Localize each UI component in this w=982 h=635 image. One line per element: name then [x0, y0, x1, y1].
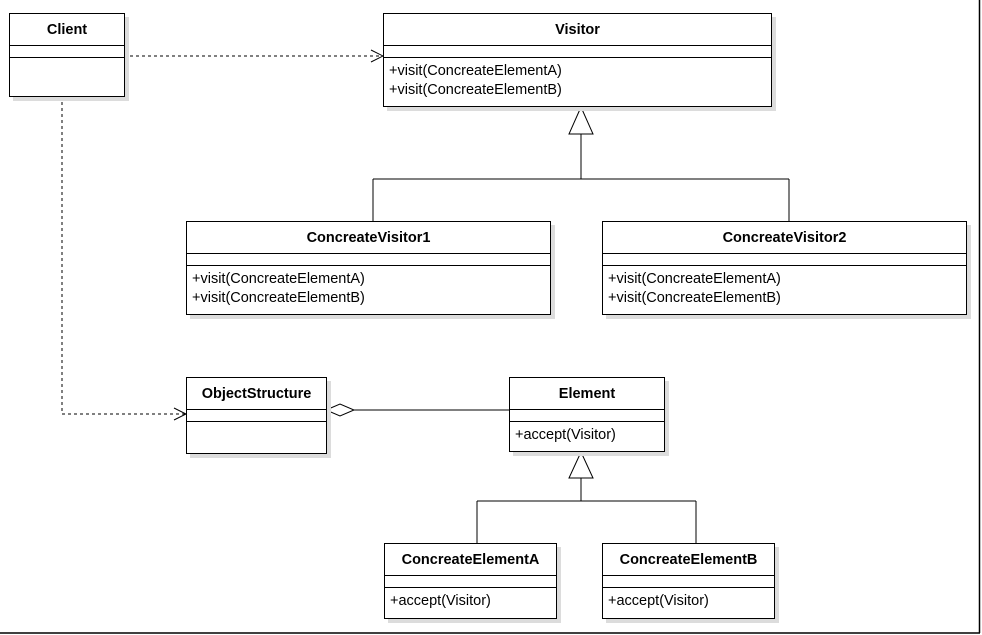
element-generalization-lines	[476, 478, 697, 543]
class-client-name: Client	[10, 14, 124, 46]
class-concreate-element-a-methods: +accept(Visitor)	[385, 588, 556, 613]
class-concreate-visitor2-attributes	[603, 254, 966, 266]
class-concreate-element-a-attributes	[385, 576, 556, 588]
method: +accept(Visitor)	[515, 427, 616, 443]
class-object-structure-name: ObjectStructure	[187, 378, 326, 410]
class-concreate-visitor2-name: ConcreateVisitor2	[603, 222, 966, 254]
element-generalization-triangle	[568, 450, 594, 479]
method: +visit(ConcreateElementA)	[608, 271, 781, 287]
class-element-methods: +accept(Visitor)	[510, 422, 664, 447]
class-visitor: Visitor +visit(ConcreateElementA) +visit…	[383, 13, 772, 107]
method: +accept(Visitor)	[390, 593, 491, 609]
class-concreate-visitor1-attributes	[187, 254, 550, 266]
class-object-structure: ObjectStructure	[186, 377, 327, 454]
method: +visit(ConcreateElementB)	[192, 290, 365, 306]
class-concreate-element-a: ConcreateElementA +accept(Visitor)	[384, 543, 557, 619]
class-element-attributes	[510, 410, 664, 422]
class-concreate-element-b: ConcreateElementB +accept(Visitor)	[602, 543, 775, 619]
visitor-generalization-lines	[372, 134, 790, 221]
class-client: Client	[9, 13, 125, 97]
visitor-generalization-triangle	[568, 105, 594, 135]
class-element: Element +accept(Visitor)	[509, 377, 665, 452]
class-client-attributes	[10, 46, 124, 58]
class-concreate-element-b-attributes	[603, 576, 774, 588]
class-concreate-visitor2-methods: +visit(ConcreateElementA) +visit(Concrea…	[603, 266, 966, 310]
class-visitor-attributes	[384, 46, 771, 58]
method: +visit(ConcreateElementA)	[389, 63, 562, 79]
class-object-structure-attributes	[187, 410, 326, 422]
method: +visit(ConcreateElementB)	[608, 290, 781, 306]
client-objectstructure-dependency	[61, 96, 185, 415]
class-concreate-visitor1: ConcreateVisitor1 +visit(ConcreateElemen…	[186, 221, 551, 315]
class-visitor-name: Visitor	[384, 14, 771, 46]
class-concreate-visitor1-name: ConcreateVisitor1	[187, 222, 550, 254]
method: +visit(ConcreateElementA)	[192, 271, 365, 287]
class-visitor-methods: +visit(ConcreateElementA) +visit(Concrea…	[384, 58, 771, 102]
class-element-name: Element	[510, 378, 664, 410]
class-concreate-element-b-methods: +accept(Visitor)	[603, 588, 774, 613]
class-concreate-visitor2: ConcreateVisitor2 +visit(ConcreateElemen…	[602, 221, 967, 315]
aggregation-diamond	[324, 403, 356, 417]
class-concreate-visitor1-methods: +visit(ConcreateElementA) +visit(Concrea…	[187, 266, 550, 310]
method: +accept(Visitor)	[608, 593, 709, 609]
method: +visit(ConcreateElementB)	[389, 82, 562, 98]
class-concreate-element-a-name: ConcreateElementA	[385, 544, 556, 576]
class-concreate-element-b-name: ConcreateElementB	[603, 544, 774, 576]
